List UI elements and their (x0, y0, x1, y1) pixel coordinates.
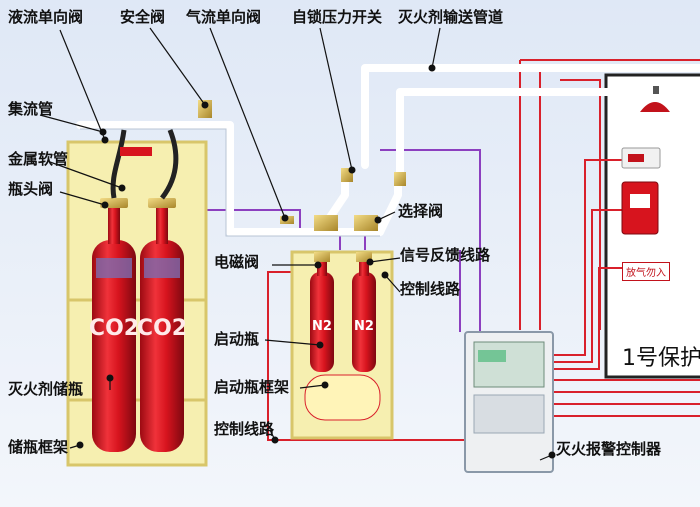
manifold-tag (120, 147, 152, 156)
label-start-bottle-frame: 启动瓶框架 (214, 378, 290, 396)
n2-right-text: N2 (354, 319, 374, 334)
label-alarm-controller: 灭火报警控制器 (556, 440, 662, 458)
solenoid-valve-icon (356, 252, 372, 262)
pipe-shadows (80, 128, 380, 237)
co2-right-text: CO2 (137, 316, 187, 341)
gas-sign: 放气勿入 (622, 262, 670, 281)
label-feedback-line: 信号反馈线路 (400, 246, 491, 264)
co2-left-text: CO2 (89, 316, 139, 341)
n2-cylinder-left (310, 258, 334, 372)
agent-pipes (76, 64, 700, 236)
co2-cylinder-right (140, 200, 184, 452)
co2-cylinder-left (92, 200, 136, 452)
safety-valve-icon (198, 100, 212, 118)
label-start-bottle: 启动瓶 (214, 330, 260, 348)
label-agent-bottle: 灭火剂储瓶 (8, 380, 84, 398)
protected-area-title: 1号保护 (622, 346, 700, 371)
label-leader-dots (76, 64, 556, 459)
sound-light-alarm-icon (621, 147, 661, 169)
alarm-bell-icon (640, 86, 670, 112)
label-bottle-frame: 储瓶框架 (8, 438, 69, 456)
selector-valve-icon (354, 215, 378, 231)
label-agent-pipe: 灭火剂输送管道 (398, 8, 504, 26)
label-liquid-check-valve: 液流单向阀 (8, 8, 84, 26)
solenoid-valve-icon (314, 252, 330, 262)
label-gas-check-valve: 气流单向阀 (186, 8, 262, 26)
n2-left-text: N2 (312, 319, 332, 334)
label-metal-hose: 金属软管 (8, 150, 69, 168)
label-control-line-2: 控制线路 (214, 420, 275, 438)
fire-alarm-controller (464, 331, 554, 473)
label-safety-valve: 安全阀 (120, 8, 166, 26)
bottle-valve-icon (100, 198, 176, 208)
label-selector-valve: 选择阀 (398, 202, 444, 220)
label-bottle-valve: 瓶头阀 (8, 180, 54, 198)
label-solenoid-valve: 电磁阀 (214, 253, 260, 271)
label-control-line-1: 控制线路 (400, 280, 461, 298)
nameplate (304, 374, 381, 421)
storage-bottle-frame (66, 140, 208, 467)
selector-valve-icon (314, 215, 338, 231)
label-manifold: 集流管 (8, 100, 54, 118)
label-pressure-switch: 自锁压力开关 (292, 8, 383, 26)
n2-cylinder-right (352, 258, 376, 372)
pressure-switch-icon (394, 172, 406, 186)
metal-hose-icon (110, 129, 179, 200)
manual-release-box-icon (621, 181, 659, 235)
